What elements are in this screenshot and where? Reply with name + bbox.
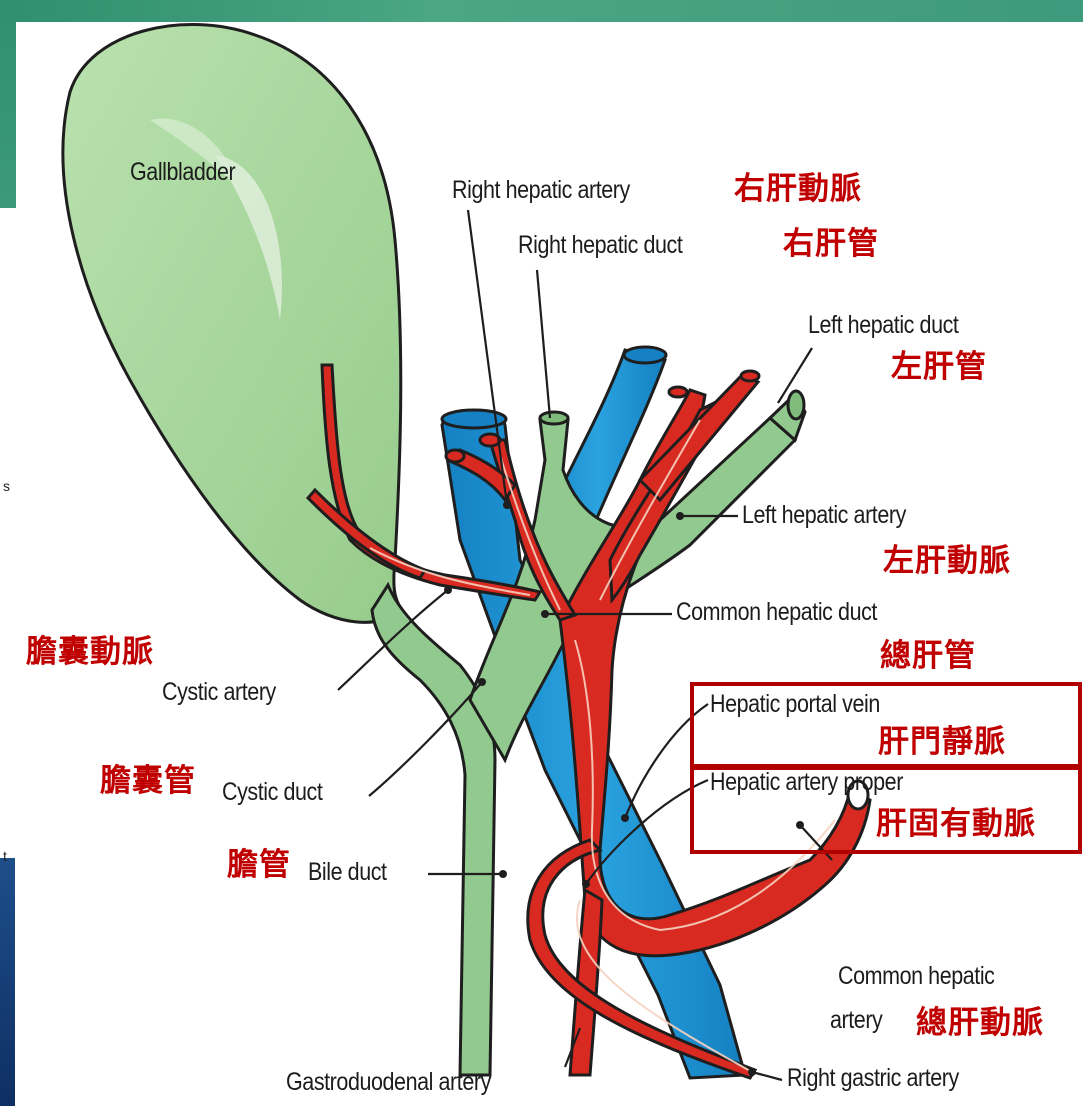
zh-label-bile-duct: 膽管 [227,850,291,881]
label-hepatic-artery-proper: Hepatic artery proper [710,770,903,795]
label-gastroduodenal-artery: Gastroduodenal artery [286,1070,491,1095]
label-common-hepatic-artery-line2: artery [830,1008,882,1033]
label-cystic-duct: Cystic duct [222,780,322,805]
zh-label-cystic-artery: 膽囊動脈 [26,637,154,668]
label-hepatic-portal-vein: Hepatic portal vein [710,692,880,717]
zh-label-left-hepatic-artery: 左肝動脈 [883,546,1011,577]
label-bile-duct: Bile duct [308,860,387,885]
zh-label-common-hepatic-duct: 總肝管 [880,641,976,672]
label-cystic-artery: Cystic artery [162,680,276,705]
label-right-gastric-artery: Right gastric artery [787,1066,959,1091]
label-common-hepatic-artery-line1: Common hepatic [838,964,995,989]
label-right-hepatic-duct: Right hepatic duct [518,233,682,258]
zh-label-left-hepatic-duct: 左肝管 [891,352,987,383]
label-right-hepatic-artery: Right hepatic artery [452,178,630,203]
label-left-hepatic-artery: Left hepatic artery [742,503,906,528]
label-left-hepatic-duct: Left hepatic duct [808,313,958,338]
zh-label-cystic-duct: 膽囊管 [100,766,196,797]
bile-duct-shape [372,585,495,1075]
label-gallbladder: Gallbladder [130,160,235,185]
zh-label-right-hepatic-artery: 右肝動脈 [734,174,862,205]
zh-label-right-hepatic-duct: 右肝管 [783,229,879,260]
zh-label-common-hepatic-artery: 總肝動脈 [916,1008,1044,1039]
zh-label-hepatic-portal-vein: 肝門靜脈 [878,727,1006,758]
zh-label-hepatic-artery-proper: 肝固有動脈 [876,809,1036,840]
label-common-hepatic-duct: Common hepatic duct [676,600,877,625]
